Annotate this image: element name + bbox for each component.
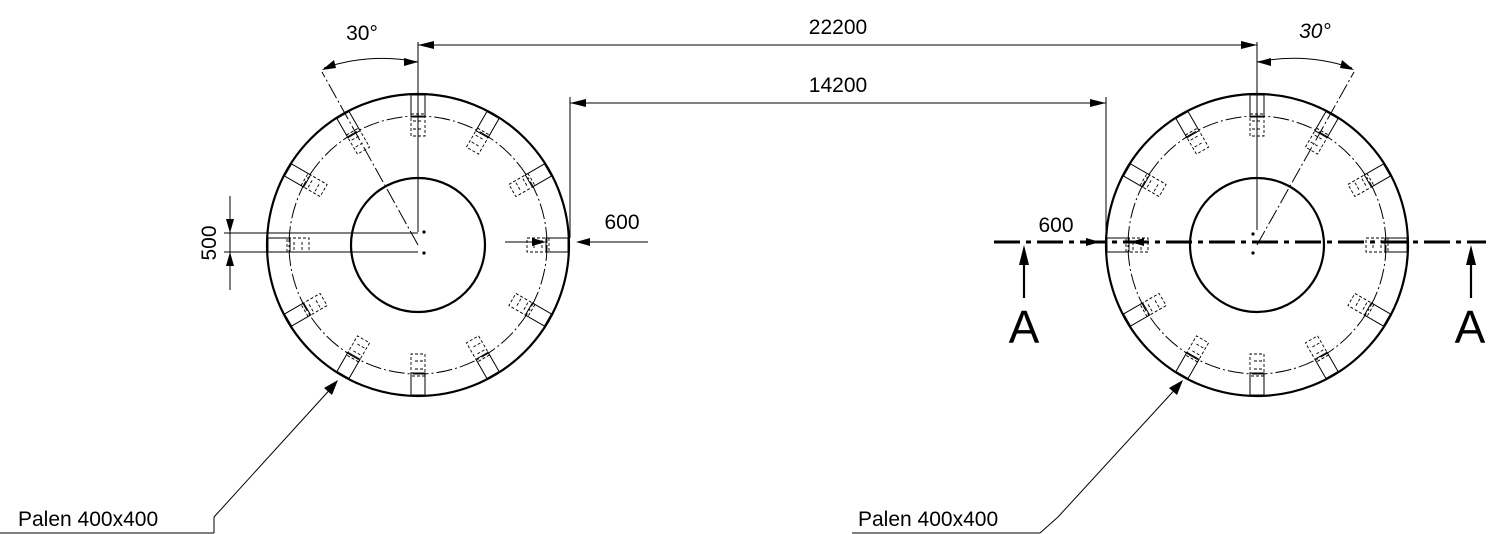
pile-label-left: Palen 400x400	[18, 508, 158, 531]
pile-right-0	[1249, 94, 1265, 137]
section-line-a: A A	[994, 240, 1486, 353]
section-arrowhead-left	[1019, 245, 1029, 265]
center-dot-right-2	[1251, 251, 1255, 255]
dimension-22200-label: 22200	[809, 16, 867, 39]
pile-right-2	[1347, 163, 1392, 198]
dimension-600-right-label: 600	[1038, 214, 1073, 237]
center-dot-right-1	[1251, 232, 1255, 236]
dimension-500-label: 500	[198, 225, 221, 260]
leader-pile-right: Palen 400x400	[852, 380, 1183, 534]
pile-right-4	[1347, 292, 1392, 327]
center-dot-left-2	[422, 251, 426, 255]
dimension-600-right: 600	[1038, 214, 1144, 246]
dimension-600-left-label: 600	[604, 211, 639, 234]
pile-left-9	[267, 237, 310, 253]
center-dot-left-1	[422, 230, 426, 234]
pile-left-11	[336, 110, 371, 155]
pile-right-6	[1249, 353, 1265, 396]
pile-left-10	[283, 163, 328, 198]
pile-right-1	[1304, 110, 1339, 155]
pile-left-1	[465, 110, 500, 155]
dimension-angle-left: 30°	[321, 22, 419, 246]
pile-left-8	[283, 292, 328, 327]
piles-left	[267, 94, 569, 396]
dimension-angle-left-label: 30°	[346, 22, 378, 45]
structure-left	[265, 42, 571, 398]
structure-right	[1104, 42, 1410, 398]
dimension-angle-right: 30°	[1256, 20, 1355, 246]
pile-left-6	[410, 353, 426, 396]
dimension-14200: 14200	[569, 74, 1107, 238]
pile-label-right: Palen 400x400	[858, 508, 998, 531]
pile-right-7	[1175, 335, 1210, 380]
leader-pile-left: Palen 400x400	[0, 380, 338, 534]
section-arrowhead-right	[1466, 245, 1476, 265]
dimension-22200: 22200	[418, 16, 1257, 49]
dimension-500: 500	[198, 196, 418, 290]
pile-left-7	[336, 335, 371, 380]
section-letter-left: A	[1009, 301, 1040, 353]
pile-left-4	[508, 292, 553, 327]
pile-left-2	[508, 163, 553, 198]
pile-right-9	[1106, 237, 1149, 253]
pile-left-5	[465, 335, 500, 380]
section-letter-right: A	[1455, 301, 1486, 353]
pile-right-8	[1122, 292, 1167, 327]
dimension-14200-label: 14200	[809, 74, 867, 97]
pile-right-10	[1122, 163, 1167, 198]
dimension-600-left: 600	[505, 211, 648, 246]
dimension-angle-right-label: 30°	[1299, 20, 1331, 43]
pile-left-0	[410, 94, 426, 137]
